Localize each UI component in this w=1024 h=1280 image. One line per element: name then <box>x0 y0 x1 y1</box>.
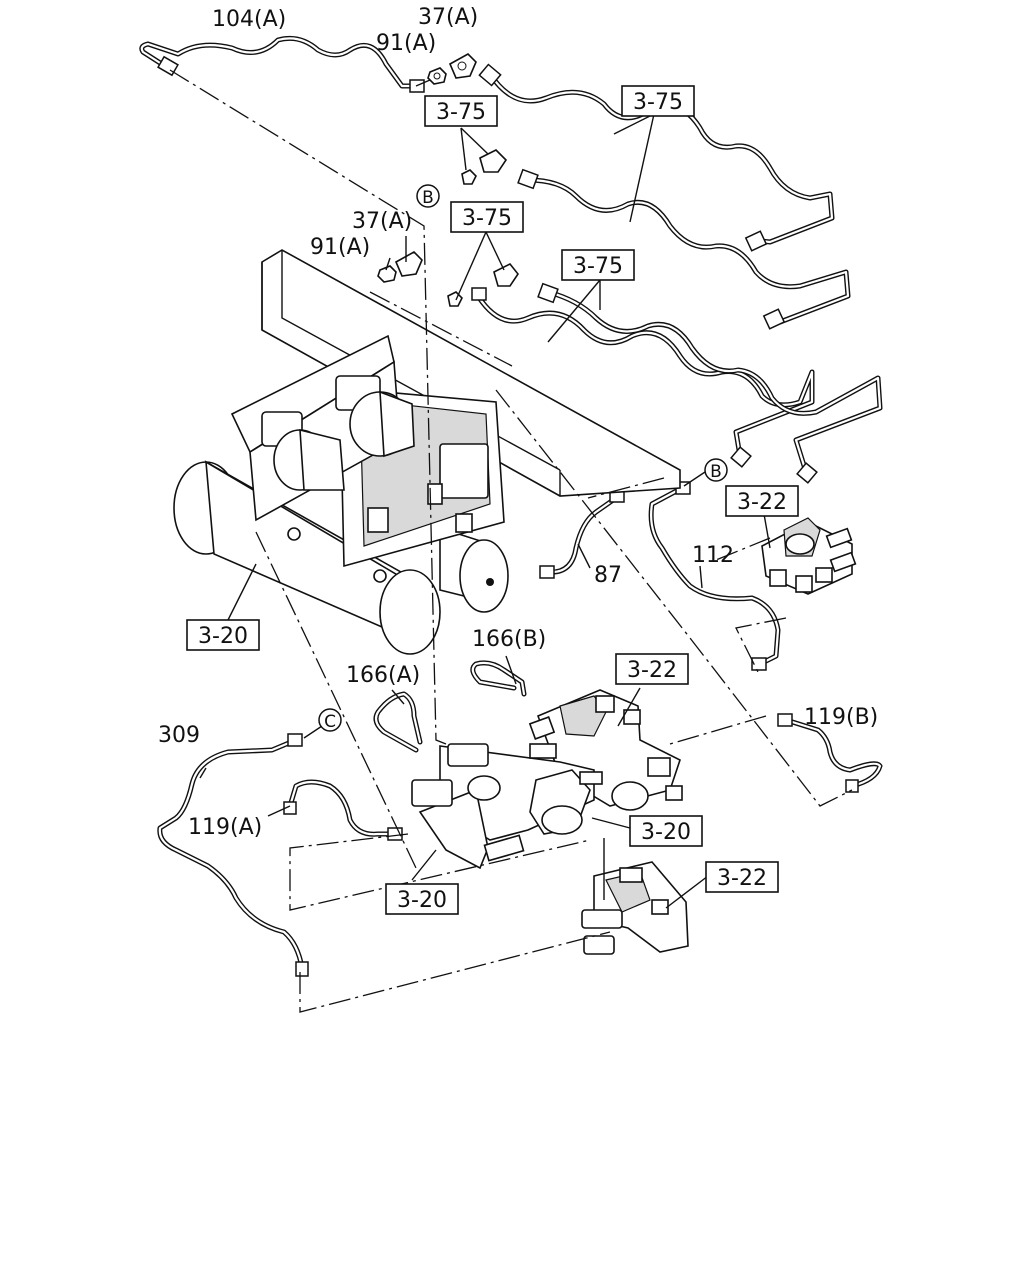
pipe-119a <box>287 779 399 837</box>
svg-text:3-22: 3-22 <box>627 658 677 683</box>
svg-text:3-22: 3-22 <box>737 490 787 515</box>
pipe-166a <box>373 691 423 753</box>
svg-text:B: B <box>422 188 434 208</box>
small-parts-375 <box>447 149 519 307</box>
svg-text:3-75: 3-75 <box>462 206 512 231</box>
ref-box-320-c: 3-20 <box>385 883 459 915</box>
callout-37a-top: 37(A) <box>418 5 478 30</box>
nut-91a-top <box>427 67 447 85</box>
svg-text:3-20: 3-20 <box>198 624 248 649</box>
ref-box-322-c: 3-22 <box>705 861 779 893</box>
callout-104a: 104(A) <box>212 7 286 32</box>
ref-box-375-a: 3-75 <box>424 95 498 127</box>
pipe-119b <box>783 717 883 789</box>
connector-marker-b-right: B <box>704 458 728 482</box>
pipe-112 <box>648 485 781 667</box>
callout-91a-mid: 91(A) <box>310 235 370 260</box>
valve-block-lower-right <box>581 861 689 955</box>
ref-box-375-c: 3-75 <box>450 201 524 233</box>
pipe-104a <box>139 35 419 89</box>
callout-119b: 119(B) <box>804 705 878 730</box>
leader-lines <box>169 69 853 1013</box>
valve-block-upper-right <box>761 517 857 595</box>
ref-box-322-a: 3-22 <box>725 485 799 517</box>
callout-91a-top: 91(A) <box>376 31 436 56</box>
pipe-375-mid <box>475 289 883 475</box>
svg-text:3-75: 3-75 <box>633 90 683 115</box>
connector-marker-b-top: B <box>416 184 440 208</box>
callout-119a: 119(A) <box>188 815 262 840</box>
svg-text:3-75: 3-75 <box>436 100 486 125</box>
svg-text:3-20: 3-20 <box>641 820 691 845</box>
pipe-309 <box>157 737 305 971</box>
callout-166b: 166(B) <box>472 627 546 652</box>
nut-91a-mid <box>377 265 397 283</box>
ref-box-320-a: 3-20 <box>186 619 260 651</box>
ref-box-322-b: 3-22 <box>615 653 689 685</box>
pipe-fittings <box>157 55 859 977</box>
callout-112: 112 <box>692 543 734 568</box>
callout-37a-mid: 37(A) <box>352 209 412 234</box>
svg-text:3-22: 3-22 <box>717 866 767 891</box>
callout-87: 87 <box>594 563 622 588</box>
elbow-37a-mid <box>394 251 423 277</box>
connector-marker-c: C <box>318 708 342 732</box>
air-tank-small <box>439 526 509 613</box>
callout-labels: 104(A) 37(A) 91(A) 37(A) 91(A) 87 112 16… <box>158 5 878 840</box>
pipe-87 <box>545 495 619 575</box>
ref-box-320-b: 3-20 <box>629 815 703 847</box>
callout-309: 309 <box>158 723 200 748</box>
bracket-lower-valve <box>411 743 603 870</box>
svg-text:3-75: 3-75 <box>573 254 623 279</box>
svg-text:C: C <box>324 712 336 732</box>
ref-box-375-d: 3-75 <box>561 249 635 281</box>
ref-box-375-b: 3-75 <box>621 85 695 117</box>
svg-text:3-20: 3-20 <box>397 888 447 913</box>
callout-166a: 166(A) <box>346 663 420 688</box>
elbow-37a-top <box>448 53 477 79</box>
pipe-166b <box>470 660 527 697</box>
tank-bracket-assembly <box>230 334 505 568</box>
svg-text:B: B <box>710 462 722 482</box>
